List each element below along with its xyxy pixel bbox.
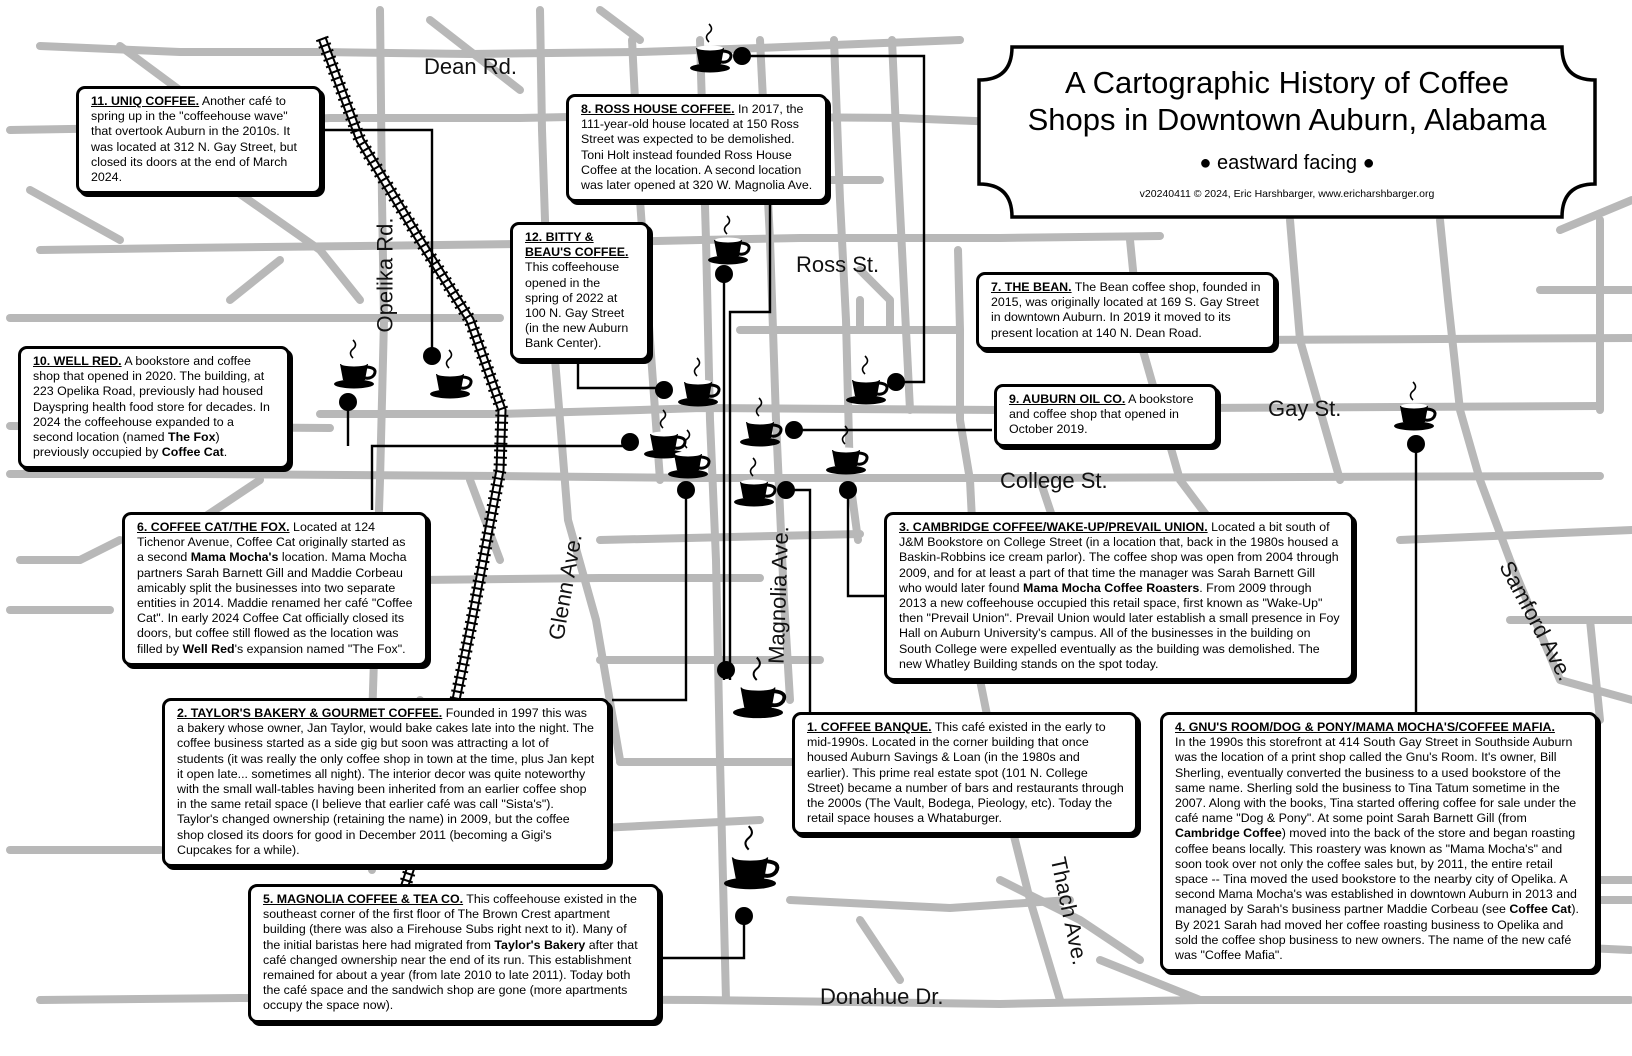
callout-body: This coffeehouse existed in the southeas… bbox=[263, 892, 637, 952]
callout-the-bean: 7. THE BEAN. The Bean coffee shop, found… bbox=[976, 272, 1276, 350]
callout-title: 12. BITTY & BEAU'S COFFEE. bbox=[525, 230, 629, 260]
callout-body: 's expansion named "The Fox". bbox=[234, 641, 406, 656]
callout-auburn-oil-co: 9. AUBURN OIL CO. A bookstore and coffee… bbox=[994, 384, 1218, 447]
location-dot-icon bbox=[423, 347, 441, 365]
callout-body: ) previously occupied by bbox=[33, 430, 220, 460]
street-label-gay: Gay St. bbox=[1268, 396, 1342, 421]
callout-body: ). By 2021 Sarah had moved her coffee ro… bbox=[1175, 902, 1579, 963]
callout-body: This café existed in the early to mid-19… bbox=[807, 720, 1124, 826]
callout-body: A bookstore and coffee shop that opened … bbox=[33, 354, 270, 445]
callout-title: 3. CAMBRIDGE COFFEE/WAKE-UP/PREVAIL UNIO… bbox=[899, 520, 1208, 534]
leader-8 bbox=[742, 54, 926, 384]
callout-body: Located a bit south of J&M Bookstore on … bbox=[899, 520, 1339, 595]
location-dot-icon bbox=[785, 421, 803, 439]
callout-title: 9. AUBURN OIL CO. bbox=[1009, 392, 1126, 406]
location-dot-icon bbox=[733, 47, 751, 65]
coffee-cup-icon bbox=[332, 338, 377, 390]
callout-body: location. Mama Mocha partners Sarah Barn… bbox=[137, 550, 413, 656]
title-frame bbox=[977, 45, 1597, 219]
location-dot-icon bbox=[717, 661, 735, 679]
street-label-donahue: Donahue Dr. bbox=[820, 984, 944, 1009]
callout-body: . bbox=[223, 445, 228, 460]
coffee-cup-icon bbox=[824, 424, 869, 476]
location-dot-icon bbox=[1407, 435, 1425, 453]
leader-12 bbox=[576, 360, 664, 390]
coffee-cup-icon bbox=[722, 824, 780, 892]
callout-title: 4. GNU'S ROOM/DOG & PONY/MAMA MOCHA'S/CO… bbox=[1175, 720, 1555, 734]
map-title: A Cartographic History of Coffee Shops i… bbox=[976, 64, 1598, 138]
callout-bold: The Fox bbox=[168, 430, 216, 445]
location-pins bbox=[339, 47, 1425, 925]
callout-bitty-beaus-coffee: 12. BITTY & BEAU'S COFFEE. This coffeeho… bbox=[510, 222, 650, 361]
street-label-college: College St. bbox=[1000, 468, 1108, 493]
coffee-cup-icon bbox=[642, 408, 687, 460]
callout-title: 6. COFFEE CAT/THE FOX. bbox=[137, 520, 290, 534]
location-dot-icon bbox=[677, 481, 695, 499]
callout-bold: Mama Mocha Coffee Roasters bbox=[1023, 580, 1200, 595]
callout-bold: Cambridge Coffee bbox=[1175, 826, 1282, 841]
callout-title: 2. TAYLOR'S BAKERY & GOURMET COFFEE. bbox=[177, 706, 443, 720]
callout-magnolia-coffee: 5. MAGNOLIA COFFEE & TEA CO. This coffee… bbox=[248, 884, 660, 1023]
orientation-note: ● eastward facing ● bbox=[1199, 152, 1375, 174]
coffee-cup-icon bbox=[731, 655, 787, 720]
street-label-dean: Dean Rd. bbox=[424, 54, 517, 79]
location-dot-icon bbox=[715, 265, 733, 283]
leader-3 bbox=[846, 490, 884, 598]
callout-bold: Mama Mocha's bbox=[190, 550, 279, 565]
callout-taylors-bakery: 2. TAYLOR'S BAKERY & GOURMET COFFEE. Fou… bbox=[162, 698, 610, 868]
callout-body: In 2017, the 111-year-old house located … bbox=[581, 102, 813, 193]
callout-title: 11. UNIQ COFFEE. bbox=[91, 94, 200, 108]
leader-8-b bbox=[728, 200, 772, 680]
callout-ross-house-coffee: 8. ROSS HOUSE COFFEE. In 2017, the 111-y… bbox=[566, 94, 828, 203]
callout-well-red: 10. WELL RED. A bookstore and coffee sho… bbox=[18, 346, 290, 470]
leader-11 bbox=[320, 128, 434, 356]
street-label-opelika: Opelika Rd. bbox=[372, 217, 398, 333]
callout-bold: Well Red bbox=[182, 641, 235, 656]
callout-body: after that café changed ownership near t… bbox=[263, 937, 638, 1013]
callout-body: This coffeehouse opened in the spring of… bbox=[525, 260, 629, 351]
map-title-line-1: A Cartographic History of Coffee bbox=[1065, 65, 1509, 100]
callout-body: In the 1990s this storefront at 414 Sout… bbox=[1175, 735, 1577, 826]
callout-body: A bookstore and coffee shop that opened … bbox=[1009, 392, 1194, 437]
location-dot-icon bbox=[621, 433, 639, 451]
location-dot-icon bbox=[735, 907, 753, 925]
street-label-magnolia: Magnolia Ave. bbox=[763, 525, 794, 665]
location-dot-icon bbox=[887, 373, 905, 391]
map-title-line-2: Shops in Downtown Auburn, Alabama bbox=[1027, 102, 1547, 137]
callout-uniq-coffee: 11. UNIQ COFFEE. Another café to spring … bbox=[76, 86, 322, 195]
location-dot-icon bbox=[339, 393, 357, 411]
callout-coffee-banque: 1. COFFEE BANQUE. This café existed in t… bbox=[792, 712, 1138, 836]
location-dot-icon bbox=[777, 481, 795, 499]
callout-title: 10. WELL RED. bbox=[33, 354, 122, 368]
callout-cambridge-coffee: 3. CAMBRIDGE COFFEE/WAKE-UP/PREVAIL UNIO… bbox=[884, 512, 1354, 682]
map-title-box: A Cartographic History of Coffee Shops i… bbox=[976, 44, 1598, 220]
credit-line: v20240411 © 2024, Eric Harshbarger, www.… bbox=[1139, 188, 1435, 200]
callout-title: 8. ROSS HOUSE COFFEE. bbox=[581, 102, 735, 116]
callout-body: ) moved into the back of the store and b… bbox=[1175, 826, 1577, 917]
callout-bold: Taylor's Bakery bbox=[494, 937, 586, 952]
street-label-ross: Ross St. bbox=[796, 252, 880, 277]
leader-5 bbox=[662, 916, 746, 960]
callout-gnus-room: 4. GNU'S ROOM/DOG & PONY/MAMA MOCHA'S/CO… bbox=[1160, 712, 1598, 973]
callout-bold: Coffee Cat bbox=[1509, 902, 1572, 917]
callout-body: Founded in 1997 this was a bakery whose … bbox=[177, 706, 595, 857]
callout-title: 1. COFFEE BANQUE. bbox=[807, 720, 932, 734]
coffee-cup-icon bbox=[732, 456, 777, 508]
location-dot-icon bbox=[839, 481, 857, 499]
location-dot-icon bbox=[655, 381, 673, 399]
callout-title: 7. THE BEAN. bbox=[991, 280, 1072, 294]
callout-body: The Bean coffee shop, founded in 2015, w… bbox=[991, 280, 1261, 340]
callout-coffee-cat-the-fox: 6. COFFEE CAT/THE FOX. Located at 124 Ti… bbox=[122, 512, 428, 666]
leader-2 bbox=[612, 490, 688, 702]
leader-lines bbox=[320, 54, 1418, 960]
callout-title: 5. MAGNOLIA COFFEE & TEA CO. bbox=[263, 892, 464, 906]
callout-body: . From 2009 through 2013 a new coffeehou… bbox=[899, 580, 1340, 671]
callout-bold: Coffee Cat bbox=[161, 445, 224, 460]
callout-body: Another café to spring up in the "coffee… bbox=[91, 94, 297, 185]
leader-6 bbox=[370, 444, 630, 510]
coffee-cup-icon bbox=[844, 354, 889, 406]
callout-body: Located at 124 Tichenor Avenue, Coffee C… bbox=[137, 520, 406, 565]
